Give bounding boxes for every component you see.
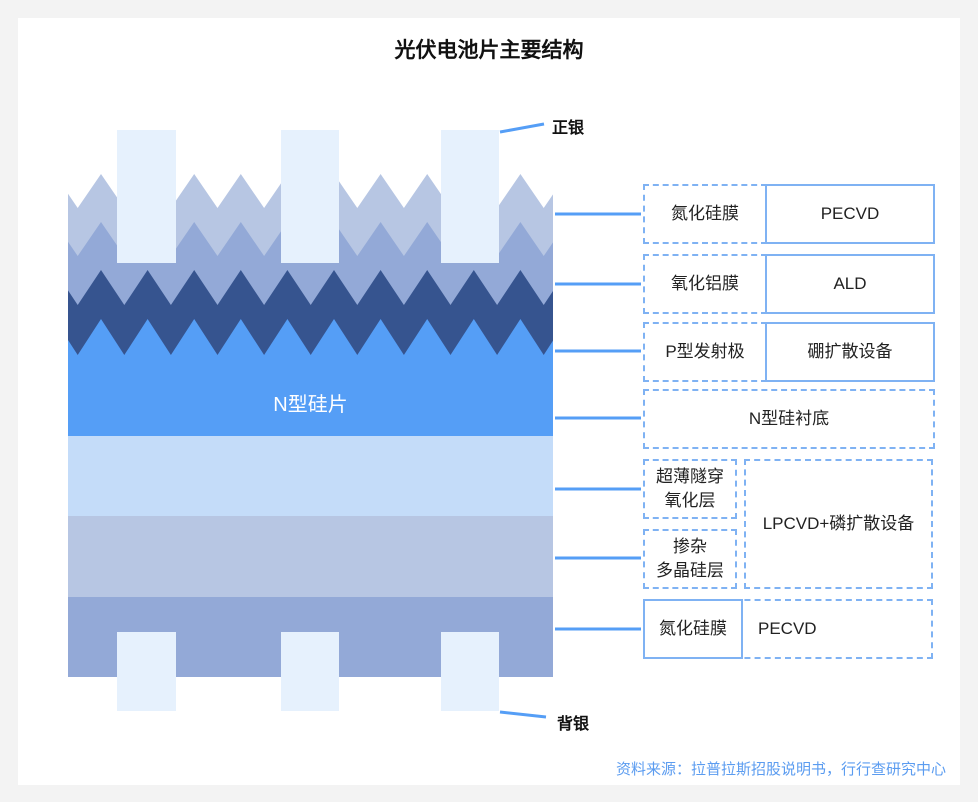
alox-layer <box>68 222 553 270</box>
layer-box-alox: 氧化铝膜 <box>643 254 767 314</box>
p-emitter-top <box>68 270 553 319</box>
tunnel-oxide-line1: 超薄隧穿 <box>656 467 724 486</box>
doped-poly-line2: 多晶硅层 <box>656 561 724 580</box>
source-note: 资料来源：拉普拉斯招股说明书，行行查研究中心 <box>615 761 946 778</box>
layer-box-sinx-front: 氮化硅膜 <box>643 184 767 244</box>
tunnel-oxide-line2: 氧化层 <box>664 491 716 510</box>
layer-box-p-emitter: P型发射极 <box>643 322 767 382</box>
front-silver-finger <box>441 130 499 263</box>
doped-poly-layer <box>68 516 553 597</box>
front-silver-finger <box>117 130 176 263</box>
back-silver-finger <box>117 632 176 711</box>
back-silver-leader <box>499 710 547 719</box>
layer-box-tunnel-oxide: 超薄隧穿 氧化层 <box>643 459 737 519</box>
front-silver-label: 正银 <box>552 120 585 137</box>
tunnel-oxide-layer <box>68 436 553 516</box>
layer-box-sinx-back: 氮化硅膜 <box>643 599 743 659</box>
back-silver-label: 背银 <box>557 716 590 733</box>
tool-box-ald: ALD <box>765 254 935 314</box>
layer-box-doped-poly: 掺杂 多晶硅层 <box>643 529 737 589</box>
n-wafer-texture <box>68 319 553 368</box>
doped-poly-line1: 掺杂 <box>673 537 707 556</box>
back-silver-finger <box>441 632 499 711</box>
tool-box-lpcvd: LPCVD+磷扩散设备 <box>744 459 933 589</box>
n-wafer-layer <box>68 368 553 436</box>
tool-box-pecvd-front: PECVD <box>765 184 935 244</box>
tool-box-boron-diffusion: 硼扩散设备 <box>765 322 935 382</box>
front-silver-finger <box>281 130 339 263</box>
diagram-title: 光伏电池片主要结构 <box>394 39 584 62</box>
front-silver-leader <box>499 122 545 134</box>
n-wafer-label: N型硅片 <box>273 394 348 416</box>
layer-box-n-substrate: N型硅衬底 <box>643 389 935 449</box>
back-silver-finger <box>281 632 339 711</box>
